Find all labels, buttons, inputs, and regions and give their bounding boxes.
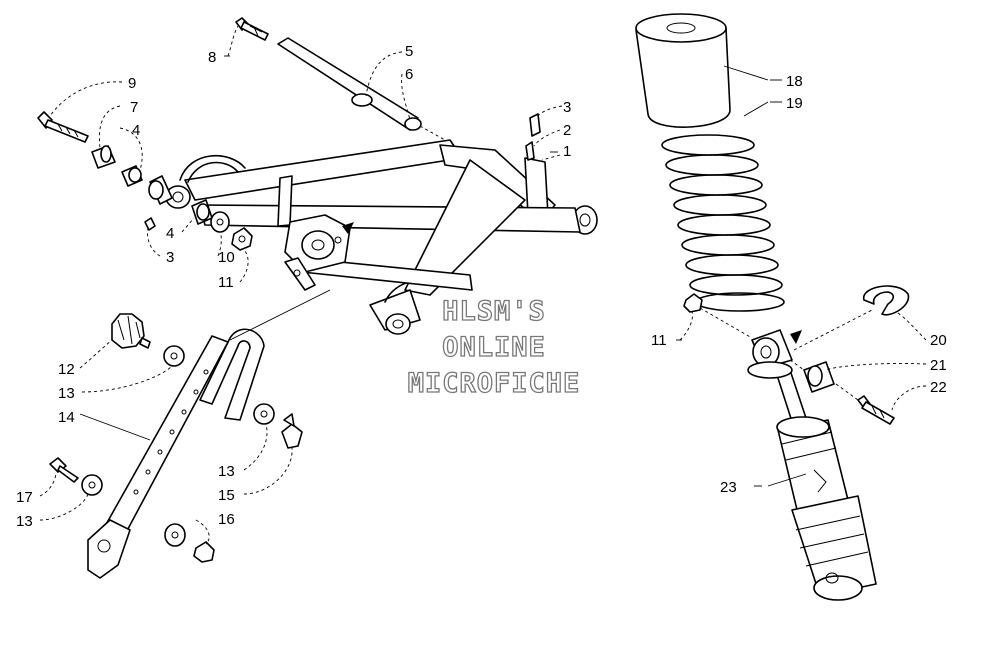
callout-4: 4 — [166, 225, 174, 242]
leader-lines — [39, 25, 927, 545]
rear-axle-assembly — [235, 17, 446, 141]
watermark-line-3: MICROFICHE — [408, 368, 581, 399]
pivot-bolt-stack-right — [144, 199, 253, 251]
shock-absorber — [747, 329, 877, 601]
callout-16: 16 — [218, 511, 235, 528]
callout-11: 11 — [651, 332, 667, 349]
shock-mount-hardware — [683, 285, 910, 425]
callout-17: 17 — [16, 489, 33, 506]
limiter-strap-assembly — [49, 289, 331, 579]
shock-boot — [635, 13, 731, 128]
callout-14: 14 — [58, 409, 75, 426]
callout-ticks — [224, 55, 782, 487]
callout-13: 13 — [218, 463, 235, 480]
callout-1: 1 — [563, 143, 571, 160]
callout-6: 6 — [405, 66, 413, 83]
watermark-line-1: HLSM'S — [442, 296, 546, 327]
callout-15: 15 — [218, 487, 235, 504]
callout-20: 20 — [930, 332, 947, 349]
watermark-line-2: ONLINE — [442, 332, 546, 363]
callout-11: 11 — [218, 274, 234, 291]
callout-3: 3 — [166, 249, 174, 266]
callout-7: 7 — [130, 99, 138, 116]
callout-3: 3 — [563, 99, 571, 116]
callout-10: 10 — [218, 249, 235, 266]
callout-19: 19 — [786, 95, 803, 112]
callout-5: 5 — [405, 43, 413, 60]
callout-9: 9 — [128, 75, 136, 92]
swing-arm-frame — [165, 139, 598, 335]
callout-13: 13 — [58, 385, 75, 402]
callout-22: 22 — [930, 379, 947, 396]
callout-2: 2 — [563, 122, 571, 139]
callout-13: 13 — [16, 513, 33, 530]
callout-21: 21 — [930, 357, 947, 374]
callout-18: 18 — [786, 73, 803, 90]
grease-fitting — [525, 113, 541, 161]
shock-spring — [661, 134, 785, 312]
callout-23: 23 — [720, 479, 737, 496]
pivot-bolt-stack-left — [37, 111, 173, 205]
callout-12: 12 — [58, 361, 75, 378]
callout-labels: 1 2 3 3 4 4 5 6 7 8 9 10 11 11 12 13 13 … — [16, 43, 947, 530]
callout-4: 4 — [132, 122, 140, 139]
callout-8: 8 — [208, 49, 216, 66]
watermark: HLSM'S ONLINE MICROFICHE — [407, 295, 581, 399]
